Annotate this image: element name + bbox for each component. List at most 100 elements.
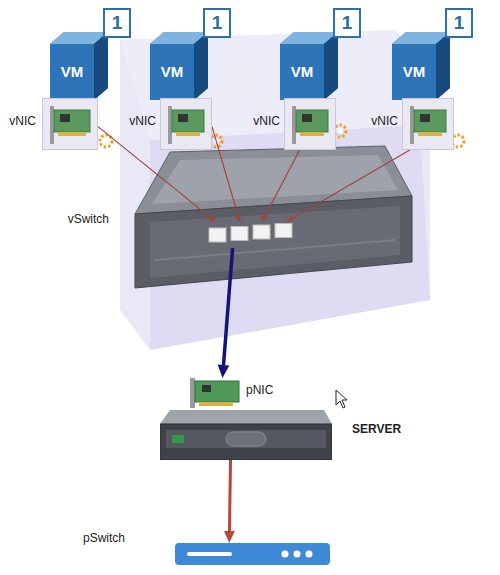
arrow-head (209, 215, 216, 222)
pswitch-led (306, 551, 313, 558)
card-chip (202, 385, 211, 392)
card-bracket (190, 378, 195, 408)
card-bracket (50, 106, 54, 144)
pnic-node: pNIC (190, 378, 240, 408)
node-outline (160, 98, 212, 150)
card-board (195, 381, 239, 402)
card-contacts (300, 132, 324, 136)
vm-cube-side (194, 32, 208, 100)
vm-cube-front (150, 44, 194, 100)
card-bracket (292, 106, 296, 144)
vm-label: VM (291, 63, 314, 81)
vm-cube (150, 32, 208, 100)
vm-cube-side (436, 32, 450, 100)
arrow-head (286, 216, 294, 222)
arrow-head (218, 365, 230, 378)
pswitch-led (294, 551, 301, 558)
connector (292, 150, 410, 218)
vm-cube-side (324, 32, 338, 100)
vnic-box (43, 99, 98, 150)
card-chip (178, 114, 188, 122)
card-node: vNIC (42, 98, 98, 150)
node-outline (190, 378, 240, 408)
callout-number: 1 (445, 8, 473, 38)
node-outline (205, 222, 297, 248)
arrow-head (224, 531, 235, 543)
switch-front (135, 196, 412, 288)
server-led (172, 435, 184, 443)
node-outline (42, 98, 98, 150)
component-label: vNIC (9, 114, 36, 128)
component-label: pSwitch (83, 531, 125, 545)
vnic-box (285, 99, 336, 150)
component-label: SERVER (352, 422, 401, 436)
vm-cube-front (392, 44, 436, 100)
card-board (172, 110, 204, 132)
card-board (54, 110, 90, 132)
card-bracket (168, 106, 172, 144)
vm-cube (392, 32, 450, 100)
card-contacts (176, 132, 200, 136)
card-chip (302, 114, 312, 122)
vm-node: VM1 (392, 32, 450, 100)
component-label: pNIC (246, 383, 273, 397)
vm-cube-front (50, 44, 94, 100)
callout-number: 1 (103, 8, 131, 38)
server-node: SERVER (160, 410, 332, 460)
arrow-head (235, 214, 241, 222)
pswitch-node: pSwitch (175, 543, 330, 565)
switch-port (209, 228, 226, 242)
pswitch-body (175, 543, 330, 565)
card-board (296, 110, 328, 132)
vm-node: VM1 (280, 32, 338, 100)
connector (229, 460, 230, 531)
card-chip (60, 114, 70, 122)
connector (265, 150, 299, 216)
vm-cube-side (94, 32, 108, 100)
vm-label: VM (403, 63, 426, 81)
vnic-box (161, 99, 212, 150)
node-outline (175, 543, 330, 565)
card-chip (420, 114, 430, 122)
card-node: vNIC (284, 98, 336, 150)
server-handle (226, 432, 266, 446)
arrow-head (262, 214, 268, 222)
card-bracket (410, 106, 414, 144)
switch-port (253, 225, 270, 239)
switch-trim (155, 240, 395, 260)
card-contacts (199, 402, 233, 406)
card-node: vNIC (160, 98, 212, 150)
switch-port (275, 224, 292, 238)
callout-number: 1 (333, 8, 361, 38)
connector (212, 127, 238, 216)
component-label: vNIC (371, 114, 398, 128)
connector (224, 248, 233, 365)
ports-node: vSwitch (205, 222, 297, 248)
pswitch-slot (187, 552, 232, 556)
card-contacts (418, 132, 442, 136)
server-front (160, 424, 332, 460)
vm-label: VM (161, 63, 184, 81)
node-outline (160, 410, 332, 460)
mouse-cursor (336, 390, 347, 408)
server-bay (166, 430, 326, 448)
switch-front-panel (150, 206, 400, 278)
component-label: vNIC (129, 114, 156, 128)
component-label: vSwitch (68, 212, 109, 226)
housing-back (120, 30, 430, 350)
server-top (160, 410, 332, 424)
vm-label: VM (61, 63, 84, 81)
node-outline (284, 98, 336, 150)
pswitch-led (282, 551, 289, 558)
vm-node: VM1 (150, 32, 208, 100)
vm-cube (50, 32, 108, 100)
card-board (414, 110, 446, 132)
vm-cube (280, 32, 338, 100)
switch-port (231, 227, 248, 241)
vm-node: VM1 (50, 32, 108, 100)
vm-cube-front (280, 44, 324, 100)
card-node: vNIC (402, 98, 454, 150)
callout-number: 1 (203, 8, 231, 38)
